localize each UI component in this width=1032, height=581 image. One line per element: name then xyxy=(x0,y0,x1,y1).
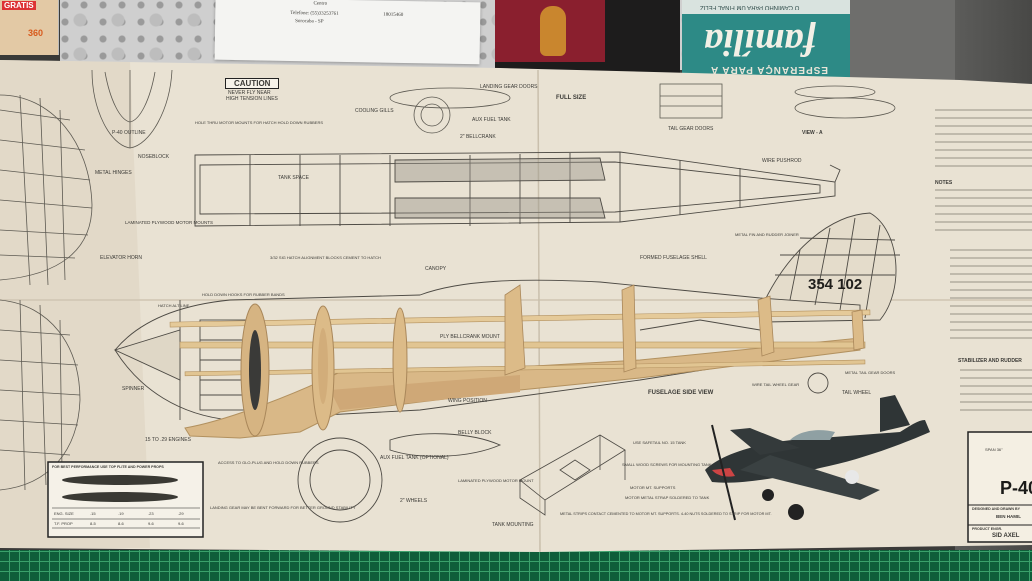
label-elevator-horn: ELEVATOR HORN xyxy=(100,255,142,261)
caution-line1: NEVER FLY NEAR xyxy=(228,90,271,96)
tail-number: 354 102 xyxy=(808,276,862,293)
span-label: SPAN 36" xyxy=(985,447,1003,452)
label-metal-tail-gear-doors: METAL TAIL GEAR DOORS xyxy=(845,370,896,375)
label-laminated-motor-mount: LAMINATED PLYWOOD MOTOR MOUNT xyxy=(458,478,534,483)
designed-by: DESIGNED AND DRAWN BY xyxy=(972,507,1020,511)
picture-card xyxy=(495,0,680,82)
prop-cell-9: 9-6 xyxy=(178,521,184,526)
prop-cell-4: .29 xyxy=(178,511,184,516)
label-p40-outline: P-40 OUTLINE xyxy=(112,130,146,136)
prop-box xyxy=(47,461,204,538)
label-spinner: SPINNER xyxy=(122,386,145,392)
flyer: GRATIS 360 xyxy=(0,0,59,55)
label-access-glo-plug: ACCESS TO GLO-PLUG AND HOLD DOWN RUBBERS xyxy=(218,460,319,465)
label-motor-strap: MOTOR METAL STRAP SOLDERED TO TANK xyxy=(625,495,710,500)
label-cooling-gills: COOLING GILLS xyxy=(355,108,394,114)
label-engines: 15 TO .29 ENGINES xyxy=(145,437,191,443)
prop-cell-2: .19 xyxy=(118,511,124,516)
prop-cell-6: 8-5 xyxy=(90,521,96,526)
p40-outline-drawing xyxy=(91,69,173,149)
notes-column xyxy=(935,109,1032,411)
prop-cell-3: .23 xyxy=(148,511,154,516)
label-metal-strips: METAL STRIPS CONTACT CEMENTED TO MOTOR M… xyxy=(560,512,772,516)
label-noseblock: NOSEBLOCK xyxy=(138,154,170,160)
notes-heading: NOTES xyxy=(935,180,953,186)
aux-tank-drawing xyxy=(389,83,896,134)
label-motor-mt-supports: MOTOR MT. SUPPORTS xyxy=(630,485,676,490)
paper-fold-vertical xyxy=(537,69,541,553)
label-wire-pushrod: WIRE PUSHROD xyxy=(762,158,802,164)
caution-line2: HIGH TENSION LINES xyxy=(226,96,278,102)
label-hold-down-hooks: HOLD DOWN HOOKS FOR RUBBER BANDS xyxy=(202,292,285,297)
label-tail-gear-doors: TAIL GEAR DOORS xyxy=(668,126,714,132)
flyer-text: GRATIS xyxy=(2,1,36,10)
model-name: P-40 xyxy=(1000,478,1032,498)
label-laminated-plywood: LAMINATED PLYWOOD MOTOR MOUNTS xyxy=(125,220,214,225)
view-a-label: VIEW - A xyxy=(802,130,823,136)
label-formed-fuselage: FORMED FUSELAGE SHELL xyxy=(640,255,707,261)
label-landing-gear-bent: LANDING GEAR MAY BE BENT FORWARD FOR BET… xyxy=(210,505,356,510)
title-block xyxy=(967,431,1032,543)
product-engr: PRODUCT ENGR. xyxy=(972,527,1003,531)
balsa-fuselage-build xyxy=(169,284,871,439)
label-wire-tail-wheel: WIRE TAIL WHEEL GEAR xyxy=(752,382,800,387)
prop-cell-5: T.F. PROP xyxy=(54,521,73,526)
designer-name: BEN HAMIL xyxy=(996,514,1021,519)
book-cover-top xyxy=(682,0,850,14)
props-title: FOR BEST PERFORMANCE USE TOP FLITE AND P… xyxy=(52,465,164,469)
toy-giraffe xyxy=(540,6,566,56)
label-safetail-tank: USE SAFETAIL NO. 15 TANK xyxy=(633,440,686,445)
book-cover: O CAMINHO PARA UM FINAL FELIZ família ES… xyxy=(682,0,850,82)
label-ply-bellcrank: PLY BELLCRANK MOUNT xyxy=(440,334,500,340)
fuselage-side-view-label: FUSELAGE SIDE VIEW xyxy=(648,390,714,396)
prop-cell-1: .15 xyxy=(90,511,96,516)
fin-rudder-drawing xyxy=(764,212,900,323)
label-aux-tank-optional: AUX FUEL TANK (OPTIONAL) xyxy=(380,455,449,461)
engineer-name: SID AXEL xyxy=(992,533,1020,539)
label-tank-mounting: TANK MOUNTING xyxy=(492,522,534,528)
label-tank-space: TANK SPACE xyxy=(278,175,309,181)
label-canopy: CANOPY xyxy=(425,266,447,272)
full-size-label: FULL SIZE xyxy=(556,95,587,101)
stabilizer-heading: STABILIZER AND RUDDER xyxy=(958,358,1022,364)
label-hatch-alt: HATCH ALT LINE xyxy=(158,303,190,308)
label-wheels: 2" WHEELS xyxy=(400,498,428,504)
label-wing-position: WING POSITION xyxy=(448,398,487,404)
plan-paper-shade xyxy=(0,60,150,548)
label-hatch-blocks: 3/32 SIG HATCH ALIGNMENT BLOCKS CEMENT T… xyxy=(270,255,381,260)
p40-illustration xyxy=(705,395,930,521)
cutting-mat xyxy=(0,550,1032,581)
label-metal-fin: METAL FIN AND RUDDER JOINER xyxy=(735,232,799,237)
prop-cell-0: ENG. SIZE xyxy=(54,511,74,516)
label-hole-thru: HOLE THRU MOTOR MOUNTS FOR HATCH HOLD DO… xyxy=(195,120,324,125)
fuselage-side-view xyxy=(113,279,861,523)
fuselage-top-view xyxy=(194,151,841,227)
label-metal-hinges: METAL HINGES xyxy=(95,170,132,176)
caution-title: CAUTION xyxy=(225,78,280,89)
label-belly-block: BELLY BLOCK xyxy=(458,430,492,436)
label-aux-fuel-tank: AUX FUEL TANK xyxy=(472,117,511,123)
flyer-amount: 360 xyxy=(28,28,44,38)
tank-mounting-drawing xyxy=(519,434,626,516)
prop-cell-7: 8-6 xyxy=(118,521,124,526)
label-small-wood-screws: SMALL WOOD SCREWS FOR MOUNTING TANK xyxy=(622,462,712,467)
label-landing-gear-doors: LANDING GEAR DOORS xyxy=(480,84,538,90)
prop-cell-8: 9-6 xyxy=(148,521,154,526)
label-bellcrank: 2" BELLCRANK xyxy=(460,134,496,140)
wing-left-drawing xyxy=(0,94,93,491)
label-tail-wheel: TAIL WHEEL xyxy=(842,390,872,396)
